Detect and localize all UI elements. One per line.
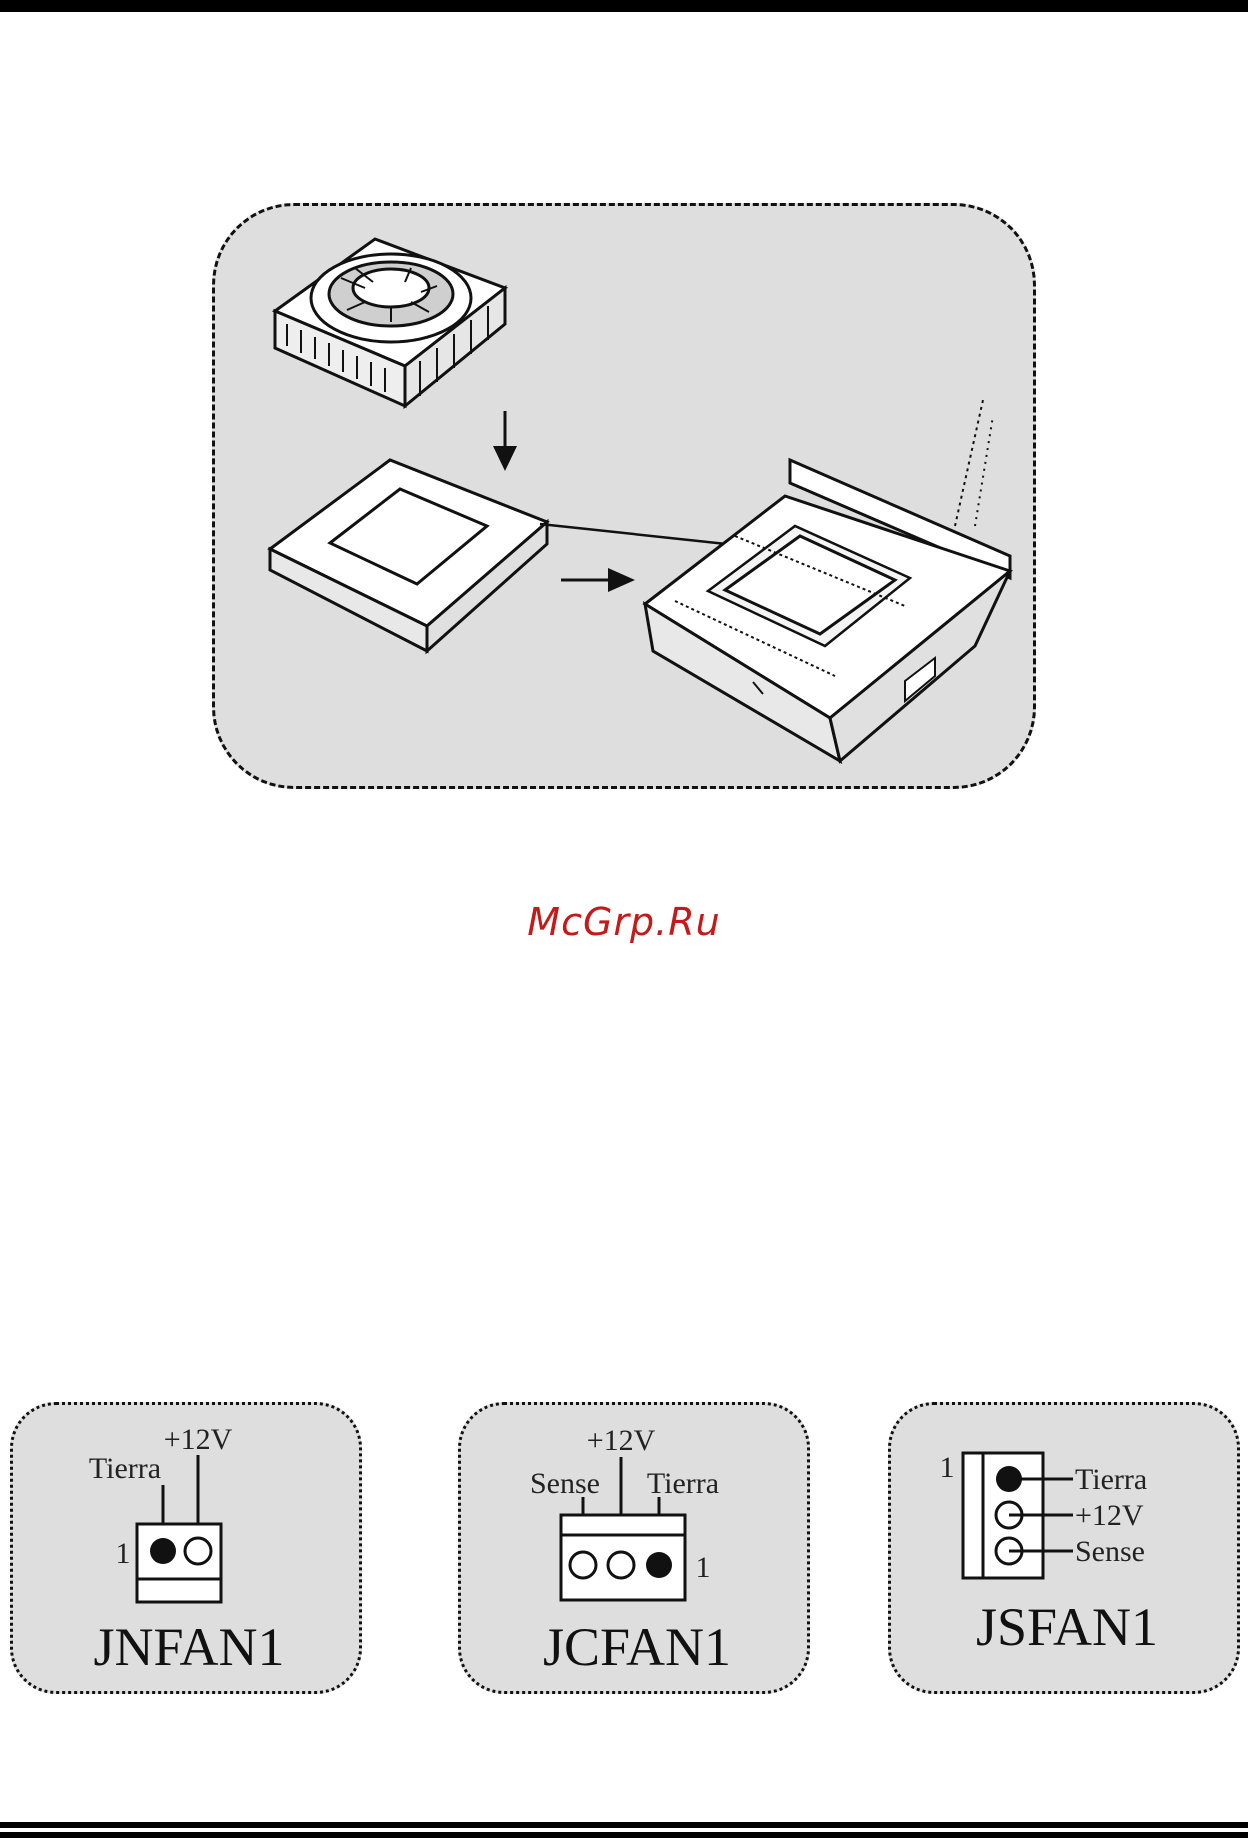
pin-1-icon	[150, 1538, 176, 1564]
cooling-fan-icon	[275, 239, 505, 406]
pin-one-marker: 1	[696, 1551, 711, 1584]
connector-title: JSFAN1	[976, 1597, 1158, 1657]
top-rule	[0, 0, 1248, 12]
pin-one-marker: 1	[940, 1451, 955, 1484]
pin-label-12v: +12V	[1075, 1499, 1144, 1532]
pin-label-tierra: Tierra	[89, 1452, 161, 1485]
cpu-socket-icon	[645, 400, 1010, 761]
pin-1-icon	[646, 1552, 672, 1578]
pin-3-icon	[570, 1552, 596, 1578]
jnfan1-diagram: +12V Tierra 1 JNFAN1	[13, 1405, 365, 1697]
pin-label-12v: +12V	[164, 1423, 233, 1456]
connector-title: JCFAN1	[543, 1617, 731, 1677]
pin-label-12v: +12V	[587, 1424, 656, 1457]
pin-label-tierra: Tierra	[647, 1467, 719, 1500]
fan-connector-jcfan1: +12V Sense Tierra 1 JCFAN1	[458, 1402, 810, 1694]
bottom-rule	[0, 1822, 1248, 1838]
pin-label-tierra: Tierra	[1075, 1463, 1147, 1496]
pin-2-icon	[608, 1552, 634, 1578]
pin-label-sense: Sense	[1075, 1535, 1145, 1568]
cpu-installation-illustration	[215, 206, 1039, 792]
pin-label-sense: Sense	[530, 1467, 600, 1500]
pin-2-icon	[185, 1538, 211, 1564]
right-arrow-icon	[561, 568, 635, 592]
fan-connector-jsfan1: 1 Tierra +12V Sense JSFAN1	[888, 1402, 1240, 1694]
watermark: McGrp.Ru	[0, 900, 1248, 944]
cpu-chip-icon	[270, 460, 547, 651]
jcfan1-diagram: +12V Sense Tierra 1 JCFAN1	[461, 1405, 813, 1697]
pin-one-marker: 1	[116, 1537, 131, 1570]
jsfan1-diagram: 1 Tierra +12V Sense JSFAN1	[891, 1405, 1243, 1697]
fan-connector-jnfan1: +12V Tierra 1 JNFAN1	[10, 1402, 362, 1694]
connector-title: JNFAN1	[93, 1617, 284, 1677]
cpu-installation-panel	[212, 203, 1036, 789]
down-arrow-icon	[493, 411, 517, 471]
